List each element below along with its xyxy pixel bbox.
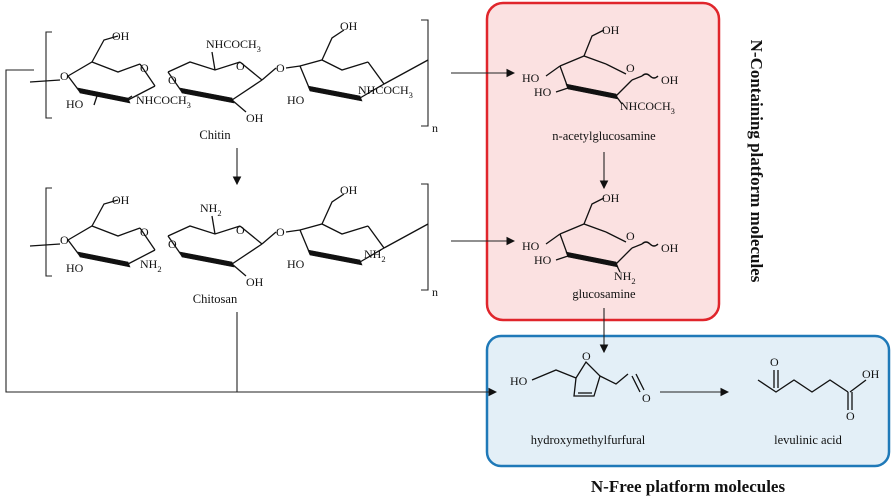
connector-chitosan-to-hmf bbox=[236, 312, 498, 397]
connector-chitin-to-hmf bbox=[5, 69, 237, 393]
svg-text:HO: HO bbox=[66, 261, 84, 275]
svg-text:NHCOCH3: NHCOCH3 bbox=[620, 99, 675, 116]
svg-text:OH: OH bbox=[112, 193, 130, 207]
svg-text:OH: OH bbox=[602, 23, 620, 37]
svg-text:HO: HO bbox=[522, 71, 540, 85]
svg-text:OH: OH bbox=[112, 29, 130, 43]
svg-text:O: O bbox=[60, 69, 69, 83]
chitosan-repeat-n: n bbox=[432, 285, 438, 299]
chitosan-structure: OH O O O HO NH2 NH2 O OH O OH HO NH2 Chi… bbox=[29, 183, 438, 306]
svg-text:O: O bbox=[276, 61, 285, 75]
svg-text:HO: HO bbox=[287, 257, 305, 271]
chitin-structure: OH O O O HO NHCOCH3 NHCOCH3 O OH O OH HO… bbox=[29, 19, 438, 142]
svg-text:O: O bbox=[60, 233, 69, 247]
chitin-label: Chitin bbox=[199, 128, 231, 142]
n-acetylglucosamine-label: n-acetylglucosamine bbox=[552, 129, 656, 143]
svg-text:NHCOCH3: NHCOCH3 bbox=[136, 93, 191, 110]
svg-text:O: O bbox=[168, 73, 177, 87]
svg-text:O: O bbox=[626, 229, 635, 243]
svg-text:HO: HO bbox=[287, 93, 305, 107]
svg-text:NH2: NH2 bbox=[364, 247, 386, 264]
svg-text:O: O bbox=[140, 61, 149, 75]
n-acetylglucosamine-structure: OH O OH HO HO NHCOCH3 n-acetylglucosamin… bbox=[522, 23, 679, 143]
svg-text:O: O bbox=[582, 349, 591, 363]
levulinic-acid-structure: O OH O levulinic acid bbox=[757, 355, 880, 447]
svg-text:OH: OH bbox=[661, 241, 679, 255]
n-containing-title: N-Containing platform molecules bbox=[747, 40, 766, 283]
svg-text:OH: OH bbox=[862, 367, 880, 381]
svg-text:OH: OH bbox=[602, 191, 620, 205]
svg-text:HO: HO bbox=[534, 85, 552, 99]
svg-text:NH2: NH2 bbox=[140, 257, 162, 274]
svg-text:HO: HO bbox=[66, 97, 84, 111]
hmf-label: hydroxymethylfurfural bbox=[531, 433, 646, 447]
chitin-repeat-n: n bbox=[432, 121, 438, 135]
glucosamine-structure: OH O OH HO HO NH2 glucosamine bbox=[522, 191, 679, 301]
n-free-title: N-Free platform molecules bbox=[591, 477, 786, 496]
svg-text:O: O bbox=[276, 225, 285, 239]
svg-text:OH: OH bbox=[246, 275, 264, 289]
svg-text:NHCOCH3: NHCOCH3 bbox=[358, 83, 413, 100]
svg-text:NHCOCH3: NHCOCH3 bbox=[206, 37, 261, 54]
svg-text:HO: HO bbox=[510, 374, 528, 388]
svg-text:O: O bbox=[236, 59, 245, 73]
svg-text:O: O bbox=[642, 391, 651, 405]
hmf-structure: HO O O hydroxymethylfurfural bbox=[510, 349, 651, 447]
svg-text:O: O bbox=[626, 61, 635, 75]
svg-text:OH: OH bbox=[246, 111, 264, 125]
svg-text:O: O bbox=[770, 355, 779, 369]
n-free-box bbox=[485, 334, 891, 468]
svg-text:O: O bbox=[236, 223, 245, 237]
levulinic-acid-label: levulinic acid bbox=[774, 433, 842, 447]
chitosan-label: Chitosan bbox=[193, 292, 238, 306]
glucosamine-label: glucosamine bbox=[572, 287, 636, 301]
svg-text:O: O bbox=[846, 409, 855, 423]
n-containing-box bbox=[485, 1, 721, 322]
svg-text:HO: HO bbox=[534, 253, 552, 267]
svg-text:OH: OH bbox=[661, 73, 679, 87]
svg-text:NH2: NH2 bbox=[614, 269, 636, 286]
svg-text:OH: OH bbox=[340, 19, 358, 33]
svg-text:O: O bbox=[168, 237, 177, 251]
svg-text:HO: HO bbox=[522, 239, 540, 253]
svg-text:O: O bbox=[140, 225, 149, 239]
svg-text:OH: OH bbox=[340, 183, 358, 197]
svg-text:NH2: NH2 bbox=[200, 201, 222, 218]
